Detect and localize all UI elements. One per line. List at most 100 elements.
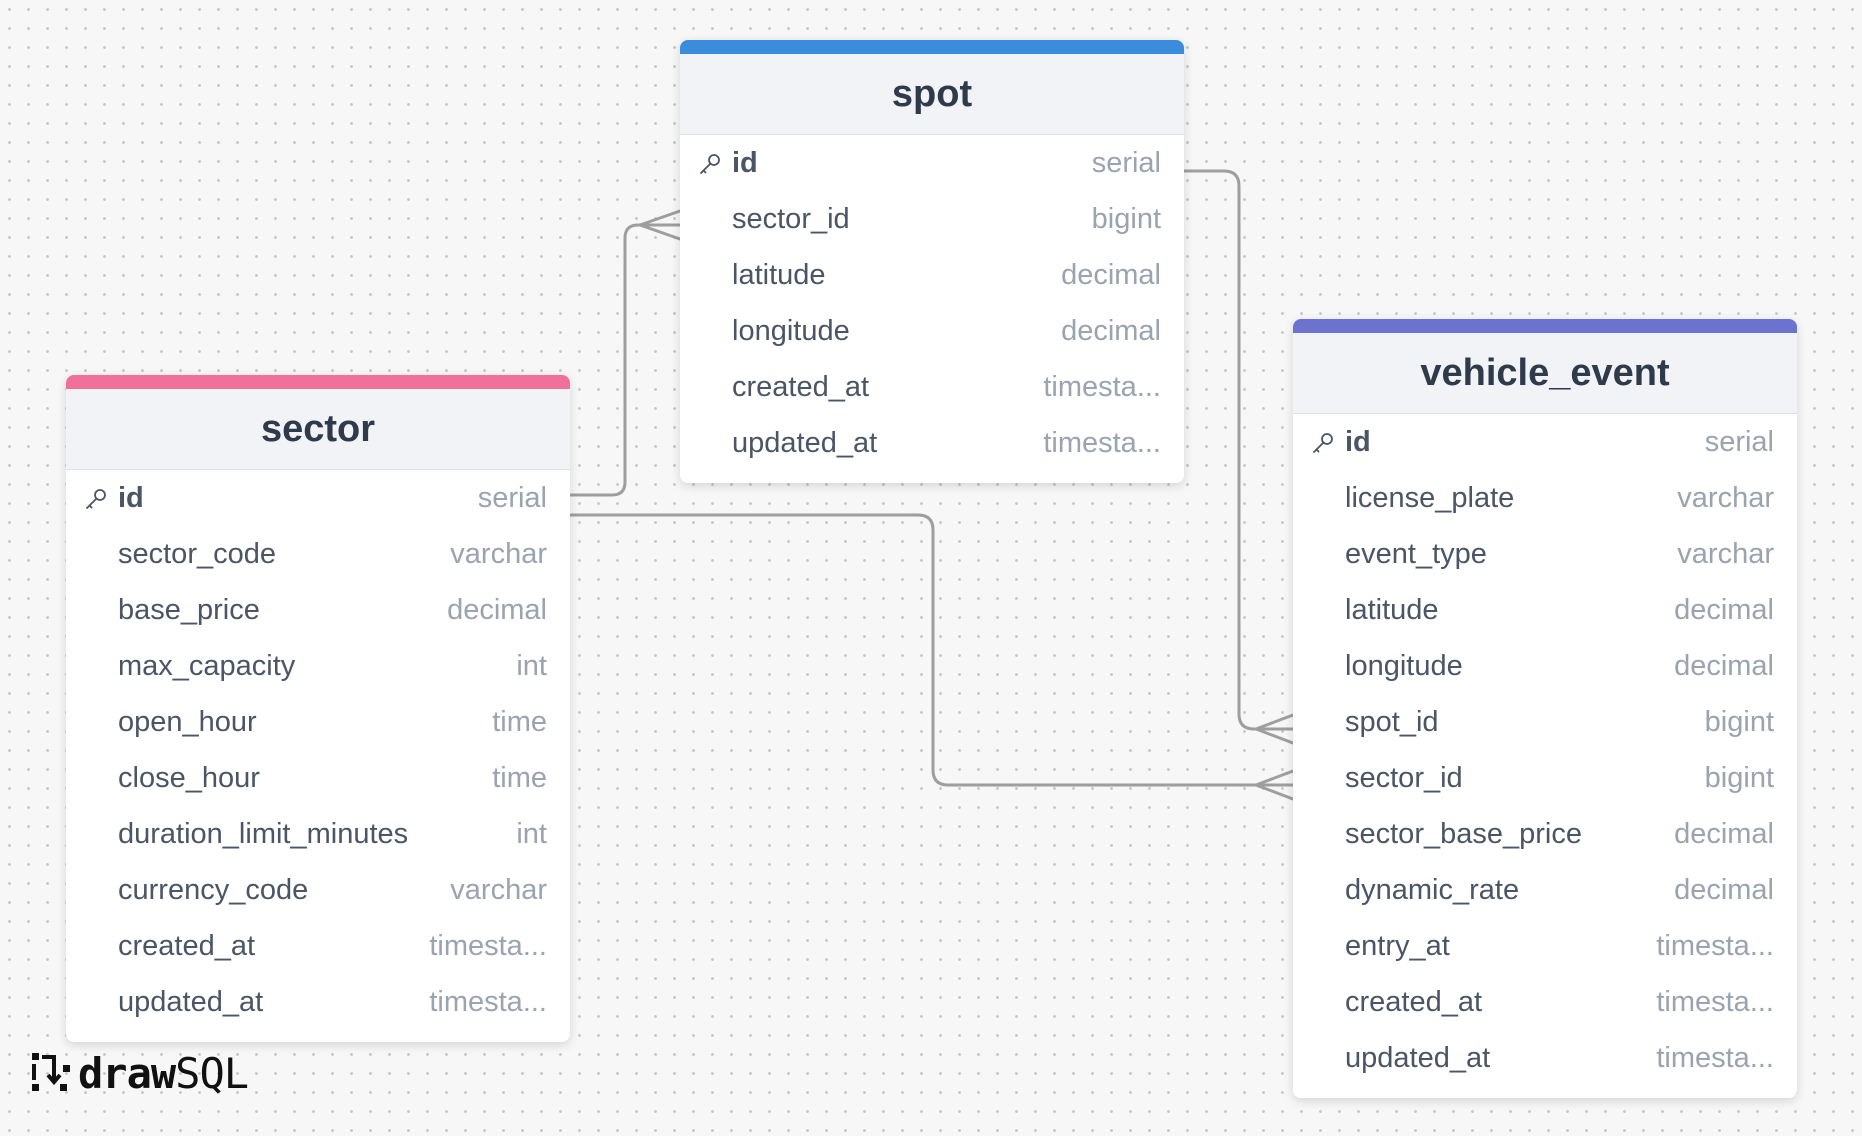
crowsfoot-sector-spot (638, 209, 682, 241)
column-type: decimal (1674, 594, 1774, 626)
logo-text-sql: SQL (175, 1048, 249, 1098)
drawsql-logo-icon (32, 1053, 70, 1091)
column-row-longitude[interactable]: longitude decimal (680, 303, 1184, 359)
column-type: decimal (1061, 315, 1161, 347)
table-accent-bar (680, 40, 1184, 54)
column-type: int (516, 650, 547, 682)
column-row-latitude[interactable]: latitude decimal (680, 247, 1184, 303)
table-accent-bar (66, 375, 570, 389)
table-sector[interactable]: sector id serial sector_code varchar bas… (66, 375, 570, 1042)
link-spot-vehicle[interactable] (1182, 169, 1295, 731)
column-type: time (492, 762, 547, 794)
column-row-longitude[interactable]: longitude decimal (1293, 638, 1797, 694)
column-name: updated_at (1345, 1042, 1491, 1074)
column-row-spot-id[interactable]: spot_id bigint (1293, 694, 1797, 750)
column-type: timesta... (1656, 986, 1774, 1018)
column-name: latitude (1345, 594, 1439, 626)
column-type: varchar (1677, 538, 1774, 570)
column-row-id[interactable]: id serial (1293, 414, 1797, 470)
column-name: updated_at (732, 427, 878, 459)
column-row-close-hour[interactable]: close_hour time (66, 750, 570, 806)
column-row-updated-at[interactable]: updated_at timesta... (66, 974, 570, 1030)
column-name: id (118, 482, 144, 514)
column-row-entry-at[interactable]: entry_at timesta... (1293, 918, 1797, 974)
column-name: currency_code (118, 874, 309, 906)
column-row-created-at[interactable]: created_at timesta... (680, 359, 1184, 415)
column-name: sector_base_price (1345, 818, 1582, 850)
column-name: id (732, 147, 758, 179)
column-row-event-type[interactable]: event_type varchar (1293, 526, 1797, 582)
column-name: sector_code (118, 538, 276, 570)
column-type: timesta... (1656, 1042, 1774, 1074)
column-type: decimal (1674, 874, 1774, 906)
column-row-sector-code[interactable]: sector_code varchar (66, 526, 570, 582)
column-type: serial (1091, 147, 1161, 179)
column-name: max_capacity (118, 650, 296, 682)
key-icon (86, 489, 106, 509)
table-spot[interactable]: spot id serial sector_id bigint latitude… (680, 40, 1184, 483)
column-type: serial (1704, 426, 1774, 458)
column-type: timesta... (1043, 371, 1161, 403)
column-row-sector-id[interactable]: sector_id bigint (1293, 750, 1797, 806)
column-name: entry_at (1345, 930, 1450, 962)
logo-text-draw: draw (78, 1048, 176, 1098)
column-name: sector_id (1345, 762, 1463, 794)
column-row-sector-id[interactable]: sector_id bigint (680, 191, 1184, 247)
column-row-dynamic-rate[interactable]: dynamic_rate decimal (1293, 862, 1797, 918)
column-row-duration-limit-minutes[interactable]: duration_limit_minutes int (66, 806, 570, 862)
column-type: timesta... (1043, 427, 1161, 459)
column-row-latitude[interactable]: latitude decimal (1293, 582, 1797, 638)
table-title[interactable]: spot (680, 54, 1184, 135)
column-name: close_hour (118, 762, 260, 794)
column-type: timesta... (429, 930, 547, 962)
column-type: serial (477, 482, 547, 514)
column-type: time (492, 706, 547, 738)
column-list: id serial license_plate varchar event_ty… (1293, 414, 1797, 1098)
column-row-base-price[interactable]: base_price decimal (66, 582, 570, 638)
column-list: id serial sector_id bigint latitude deci… (680, 135, 1184, 483)
column-name: created_at (1345, 986, 1483, 1018)
column-type: decimal (447, 594, 547, 626)
column-row-sector-base-price[interactable]: sector_base_price decimal (1293, 806, 1797, 862)
column-name: dynamic_rate (1345, 874, 1520, 906)
table-accent-bar (1293, 319, 1797, 333)
column-name: base_price (118, 594, 260, 626)
column-name: longitude (1345, 650, 1463, 682)
column-row-updated-at[interactable]: updated_at timesta... (1293, 1030, 1797, 1086)
column-type: decimal (1674, 650, 1774, 682)
column-type: decimal (1061, 259, 1161, 291)
column-name: created_at (118, 930, 256, 962)
column-type: timesta... (1656, 930, 1774, 962)
column-row-license-plate[interactable]: license_plate varchar (1293, 470, 1797, 526)
column-name: license_plate (1345, 482, 1515, 514)
column-type: varchar (450, 538, 547, 570)
link-sector-spot[interactable] (569, 223, 682, 497)
column-row-id[interactable]: id serial (66, 470, 570, 526)
key-icon (700, 154, 720, 174)
column-row-created-at[interactable]: created_at timesta... (1293, 974, 1797, 1030)
column-name: duration_limit_minutes (118, 818, 409, 850)
link-sector-vehicle[interactable] (569, 513, 1295, 787)
column-row-currency-code[interactable]: currency_code varchar (66, 862, 570, 918)
column-name: id (1345, 426, 1371, 458)
column-type: int (516, 818, 547, 850)
column-row-max-capacity[interactable]: max_capacity int (66, 638, 570, 694)
crowsfoot-spot-vehicle (1254, 713, 1295, 745)
column-row-updated-at[interactable]: updated_at timesta... (680, 415, 1184, 471)
table-title[interactable]: vehicle_event (1293, 333, 1797, 414)
column-row-open-hour[interactable]: open_hour time (66, 694, 570, 750)
column-type: bigint (1704, 706, 1774, 738)
column-type: decimal (1674, 818, 1774, 850)
column-type: bigint (1704, 762, 1774, 794)
crowsfoot-sector-vehicle (1254, 769, 1295, 801)
column-name: created_at (732, 371, 870, 403)
table-title[interactable]: sector (66, 389, 570, 470)
table-vehicle-event[interactable]: vehicle_event id serial license_plate va… (1293, 319, 1797, 1098)
column-name: longitude (732, 315, 850, 347)
key-icon (1313, 433, 1333, 453)
column-row-id[interactable]: id serial (680, 135, 1184, 191)
column-row-created-at[interactable]: created_at timesta... (66, 918, 570, 974)
column-name: spot_id (1345, 706, 1439, 738)
